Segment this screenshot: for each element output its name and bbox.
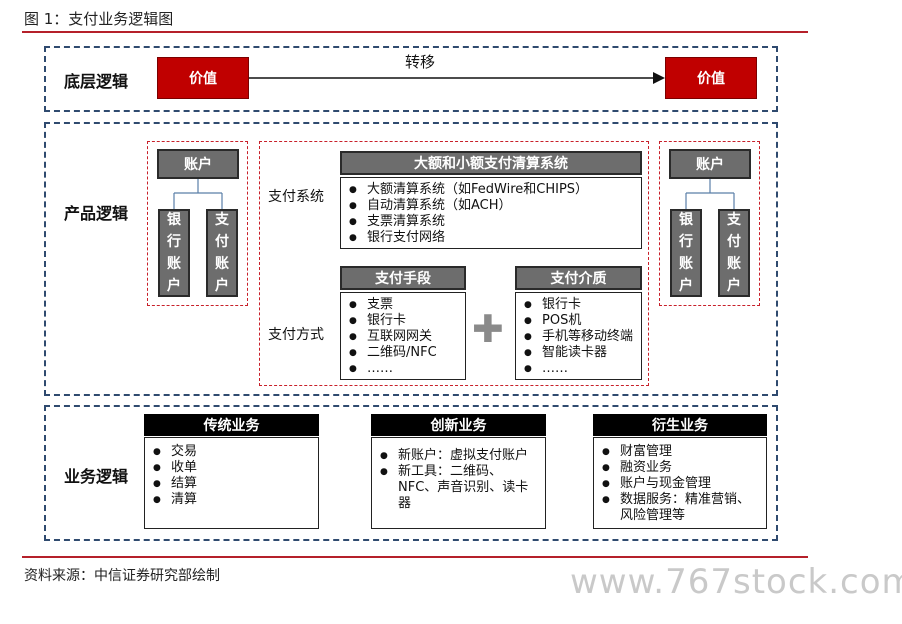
- list-item: 结算: [149, 476, 314, 492]
- payment-media-header: 支付介质: [515, 266, 642, 290]
- left-payment-account-text: 支付账户: [215, 212, 229, 294]
- innovative-business-list-box: 新账户：虚拟支付账户 新工具：二维码、NFC、声音识别、读卡器: [371, 437, 546, 529]
- payment-media-list: 银行卡 POS机 手机等移动终端 智能读卡器 ……: [520, 297, 637, 377]
- left-bank-account-text: 银行账户: [167, 212, 181, 294]
- payment-means-header: 支付手段: [340, 266, 466, 290]
- list-item: ……: [520, 361, 637, 377]
- list-item: 手机等移动终端: [520, 329, 637, 345]
- payment-media-list-box: 银行卡 POS机 手机等移动终端 智能读卡器 ……: [515, 292, 642, 380]
- product-logic-section: [44, 122, 778, 396]
- list-item: 二维码/NFC: [345, 345, 461, 361]
- list-item: ……: [345, 361, 461, 377]
- list-item: 支票清算系统: [345, 214, 637, 230]
- list-item: 自动清算系统（如ACH）: [345, 198, 637, 214]
- transfer-arrow: [249, 72, 665, 84]
- product-logic-label: 产品逻辑: [64, 204, 129, 223]
- left-payment-account: 支付账户: [206, 209, 238, 297]
- traditional-business-list-box: 交易 收单 结算 清算: [144, 437, 319, 529]
- payment-system-list-box: 大额清算系统（如FedWire和CHIPS） 自动清算系统（如ACH） 支票清算…: [340, 177, 642, 249]
- list-item: 账户与现金管理: [598, 476, 762, 492]
- plus-icon: ✚: [472, 307, 504, 351]
- watermark: www.767stock.com: [570, 562, 902, 602]
- traditional-business-header: 传统业务: [144, 414, 319, 436]
- list-item: POS机: [520, 313, 637, 329]
- right-account-header: 账户: [669, 149, 751, 179]
- top-rule: [22, 31, 808, 33]
- left-account-group: [147, 141, 248, 306]
- payment-system-label: 支付系统: [268, 189, 324, 205]
- list-item: 银行卡: [345, 313, 461, 329]
- left-account-connector: [173, 179, 223, 209]
- list-item: 银行支付网络: [345, 230, 637, 246]
- list-item: 数据服务：精准营销、风险管理等: [598, 492, 762, 524]
- bottom-logic-section: [44, 46, 778, 112]
- list-item: 收单: [149, 460, 314, 476]
- payment-method-label: 支付方式: [268, 327, 324, 343]
- bottom-rule: [22, 556, 808, 558]
- derivative-business-header: 衍生业务: [593, 414, 767, 436]
- list-item: 新账户：虚拟支付账户: [376, 448, 541, 464]
- bottom-logic-label: 底层逻辑: [64, 72, 129, 91]
- derivative-business-list: 财富管理 融资业务 账户与现金管理 数据服务：精准营销、风险管理等: [598, 444, 762, 524]
- source-note: 资料来源：中信证券研究部绘制: [24, 568, 220, 584]
- value-box-left: 价值: [157, 57, 249, 99]
- payment-system-header: 大额和小额支付清算系统: [340, 151, 642, 175]
- right-account-group: [659, 141, 760, 306]
- list-item: 智能读卡器: [520, 345, 637, 361]
- list-item: 清算: [149, 492, 314, 508]
- traditional-business-list: 交易 收单 结算 清算: [149, 444, 314, 508]
- business-logic-label: 业务逻辑: [64, 467, 129, 486]
- payment-system-list: 大额清算系统（如FedWire和CHIPS） 自动清算系统（如ACH） 支票清算…: [345, 182, 637, 246]
- list-item: 融资业务: [598, 460, 762, 476]
- innovative-business-header: 创新业务: [371, 414, 546, 436]
- list-item: 银行卡: [520, 297, 637, 313]
- payment-means-list-box: 支票 银行卡 互联网网关 二维码/NFC ……: [340, 292, 466, 380]
- right-account-connector: [685, 179, 735, 209]
- right-payment-account-text: 支付账户: [727, 212, 741, 294]
- list-item: 新工具：二维码、NFC、声音识别、读卡器: [376, 464, 541, 512]
- list-item: 大额清算系统（如FedWire和CHIPS）: [345, 182, 637, 198]
- innovative-business-list: 新账户：虚拟支付账户 新工具：二维码、NFC、声音识别、读卡器: [376, 448, 541, 512]
- derivative-business-list-box: 财富管理 融资业务 账户与现金管理 数据服务：精准营销、风险管理等: [593, 437, 767, 529]
- list-item: 财富管理: [598, 444, 762, 460]
- list-item: 支票: [345, 297, 461, 313]
- left-account-header: 账户: [157, 149, 239, 179]
- payment-means-list: 支票 银行卡 互联网网关 二维码/NFC ……: [345, 297, 461, 377]
- right-payment-account: 支付账户: [718, 209, 750, 297]
- right-bank-account-text: 银行账户: [679, 212, 693, 294]
- payment-center-group: [259, 141, 649, 386]
- list-item: 互联网网关: [345, 329, 461, 345]
- right-bank-account: 银行账户: [670, 209, 702, 297]
- business-logic-section: [44, 405, 778, 541]
- list-item: 交易: [149, 444, 314, 460]
- value-box-right: 价值: [665, 57, 757, 99]
- transfer-label: 转移: [405, 53, 436, 71]
- figure-title: 图 1：支付业务逻辑图: [24, 10, 174, 28]
- left-bank-account: 银行账户: [158, 209, 190, 297]
